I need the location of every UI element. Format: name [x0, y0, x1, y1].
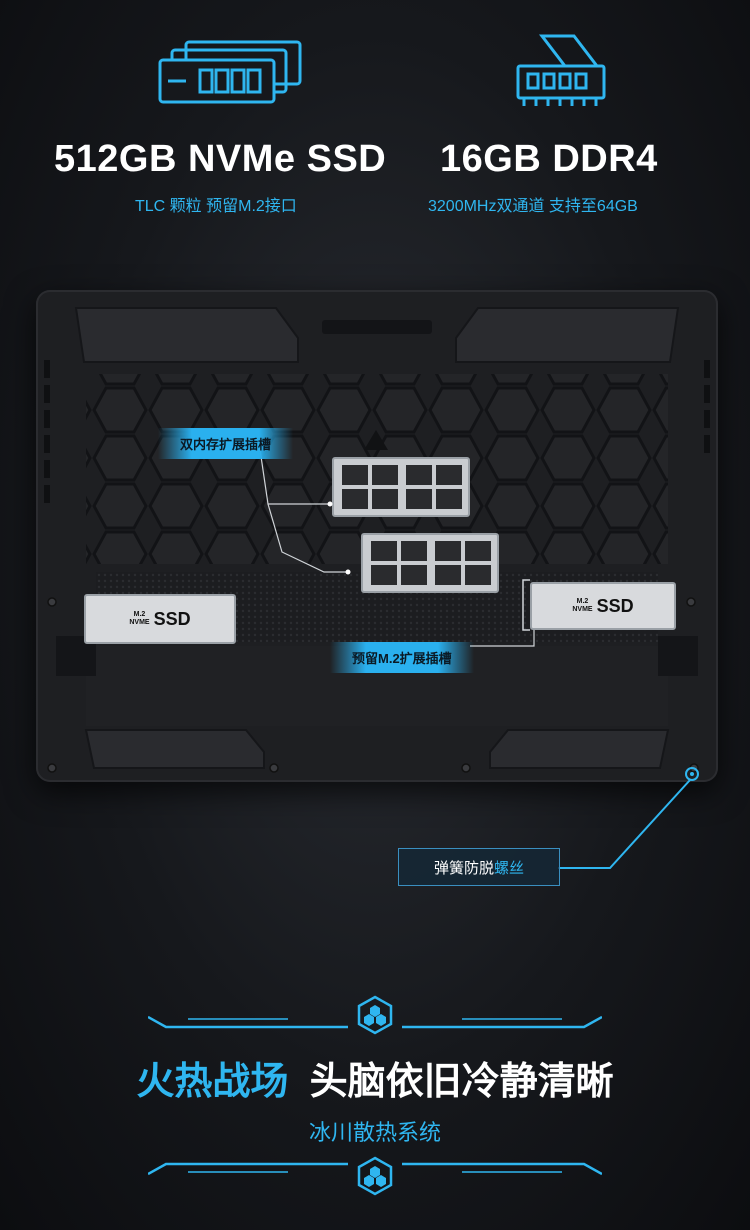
ssd-card-right-form: M.2 NVME — [572, 598, 592, 614]
headline-blue: 火热战场 — [136, 1061, 289, 1103]
screw-feature-tag: 弹簧防脱螺丝 — [398, 848, 560, 886]
ssd-spec-subtitle: TLC 颗粒 预留M.2接口 — [135, 198, 297, 215]
ram-icon — [516, 34, 606, 106]
ssd-bracket-icon — [522, 579, 530, 631]
ssd-card-left-label: SSD — [153, 608, 191, 629]
divider-top — [148, 995, 602, 1035]
ssd-form-nvme: NVME — [129, 619, 150, 626]
callout-memory-slots: 双内存扩展插槽 — [158, 428, 294, 459]
hex-logo-icon — [357, 995, 393, 1035]
ssd-form-nvme: NVME — [572, 606, 593, 613]
screw-leader-line — [558, 767, 699, 869]
callout-m2-slot: 预留M.2扩展插槽 — [330, 642, 474, 673]
ssd-form-m2: M.2 — [576, 598, 589, 605]
ssd-card-left: M.2 NVME SSD — [84, 594, 236, 644]
ssd-icon — [158, 40, 302, 104]
headline-white: 头脑依旧冷静清晰 — [309, 1061, 614, 1103]
ram-spec-subtitle: 3200MHz双通道 支持至64GB — [428, 198, 638, 215]
screw-tag-highlight: 螺丝 — [494, 859, 525, 877]
subheadline: 冰川散热系统 — [308, 1120, 441, 1145]
headline: 火热战场 头脑依旧冷静清晰 — [0, 1050, 750, 1105]
ssd-card-right-label: SSD — [596, 595, 634, 616]
laptop-bottom-panel — [36, 290, 718, 782]
ssd-spec-title: 512GB NVMe SSD — [54, 138, 387, 180]
screw-tag-text: 弹簧防脱 — [433, 859, 494, 877]
ssd-card-left-form: M.2 NVME — [129, 611, 149, 627]
divider-bottom — [148, 1156, 602, 1196]
ssd-form-m2: M.2 — [133, 611, 146, 618]
ssd-card-right: M.2 NVME SSD — [530, 582, 676, 630]
ram-spec-title: 16GB DDR4 — [440, 138, 658, 180]
hex-logo-icon — [357, 1156, 393, 1196]
laptop-chassis-graphic — [44, 307, 710, 773]
